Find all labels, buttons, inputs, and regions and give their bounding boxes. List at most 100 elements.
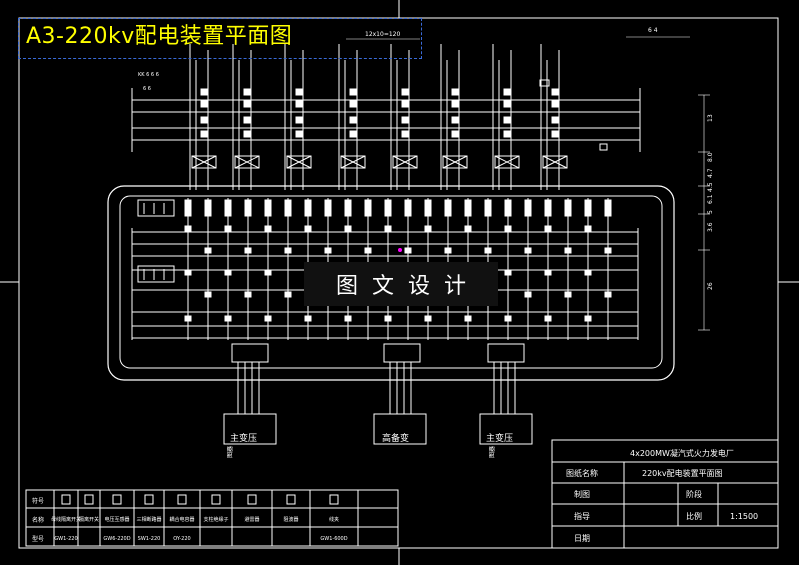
insulator [551,100,559,108]
pt-bay [137,265,175,283]
bay-switch [424,315,432,322]
date-label: 日期 [574,534,590,543]
insulator [295,88,303,96]
insulator [503,88,511,96]
insulator [349,130,357,138]
left-note-1: KK 6 6 6 [138,72,159,78]
bay-breaker [604,199,612,217]
marker-dot [398,248,402,252]
legend-name: 支柱绝缘子 [203,516,228,523]
insulator [451,88,459,96]
bay-breaker [484,199,492,217]
bay-switch [204,247,212,254]
bay-switch [544,269,552,276]
bay-switch [264,225,272,232]
insulator [349,100,357,108]
legend-symbol [61,494,71,505]
bay-switch [264,315,272,322]
insulator [503,116,511,124]
insulator [295,116,303,124]
stage-label: 阶段 [686,489,702,499]
drawn-label: 制图 [574,489,590,499]
bay-switch [204,291,212,298]
watermark: 图文设计 [304,262,498,306]
drawing-name: 220kv配电装置平面图 [642,468,723,478]
bay-switch [484,247,492,254]
bay-switch [604,291,612,298]
line-trap [340,155,366,169]
right-dimensions [698,94,710,331]
equipment-box [539,79,550,87]
scale-label: 比例 [686,511,702,521]
insulator [243,100,251,108]
insulator [551,130,559,138]
bay-switch [604,247,612,254]
bay-switch [244,247,252,254]
insulator [200,130,208,138]
bay-switch [264,269,272,276]
bay-switch [284,291,292,298]
insulator [349,88,357,96]
check-label: 指导 [574,511,590,521]
legend-symbol [329,494,339,505]
insulator [295,130,303,138]
bay-breaker [424,199,432,217]
insulator [243,130,251,138]
side-note-left: 图器 [227,446,234,458]
legend-symbol [286,494,296,505]
bay-breaker [244,199,252,217]
legend-name: 避雷器 [244,516,259,523]
insulator [451,100,459,108]
insulator [551,116,559,124]
dim-2: 8.0 [707,152,714,162]
bay-switch [504,315,512,322]
bay-breaker [364,199,372,217]
insulator [551,88,559,96]
bay-switch [444,247,452,254]
bay-switch [284,247,292,254]
transformer-right-label: 主变压 [486,432,513,444]
legend-name: 隔离开关 [79,516,99,523]
insulator [401,88,409,96]
legend-row-label: 型号 [32,535,44,543]
legend-symbol [211,494,221,505]
insulator [200,100,208,108]
bay-breaker [304,199,312,217]
line-trap-cross [340,155,366,169]
bay-switch [384,315,392,322]
title-frame [18,18,422,59]
bay-switch [384,225,392,232]
insulator [503,100,511,108]
bay-breaker [264,199,272,217]
bay-switch [184,225,192,232]
line-trap-cross [542,155,568,169]
line-trap-cross [442,155,468,169]
bay-switch [504,225,512,232]
legend-symbol [112,494,122,505]
bay-switch [364,247,372,254]
legend-name: 母线隔离开关 [51,516,81,523]
bay-switch [244,291,252,298]
line-trap [286,155,312,169]
insulator [451,116,459,124]
legend-symbol [84,494,94,505]
bay-breaker [464,199,472,217]
line-trap-cross [234,155,260,169]
drawing-title: A3-220kv配电装置平面图 [26,24,293,49]
bay-switch [224,225,232,232]
bay-switch [304,225,312,232]
bay-switch [464,315,472,322]
pt-bay [137,199,175,217]
bay-breaker [564,199,572,217]
legend-name: 阻波器 [283,516,298,523]
bay-breaker [344,199,352,217]
legend-name: 三相断路器 [136,516,161,523]
bay-switch [464,225,472,232]
bay-switch [224,315,232,322]
bay-breaker [384,199,392,217]
legend-model: GW1-220 [54,536,77,542]
legend-symbol [144,494,154,505]
insulator [401,130,409,138]
